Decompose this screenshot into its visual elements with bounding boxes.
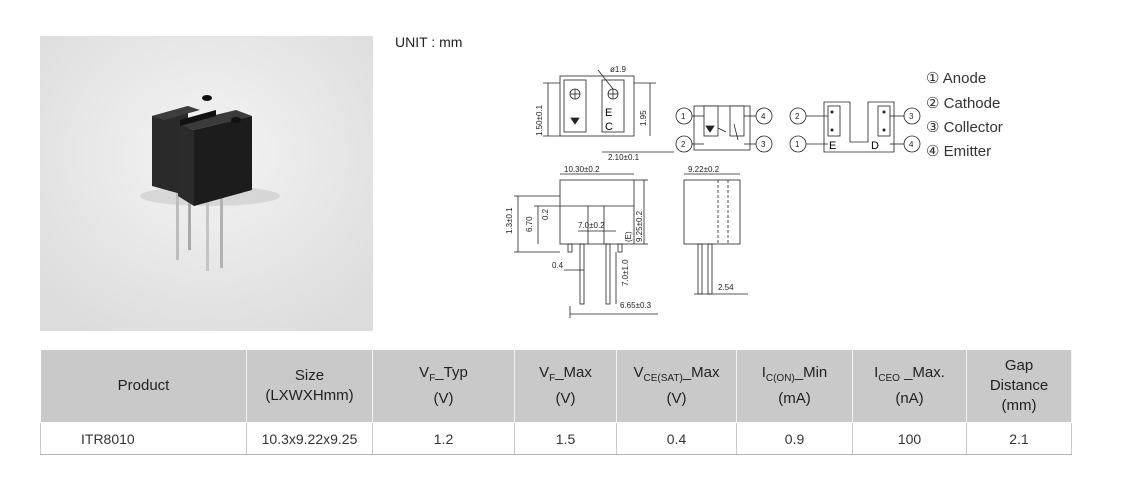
- header-vf-typ: VF_Typ(V): [372, 349, 515, 423]
- legend-cathode: ② Cathode: [926, 95, 1000, 112]
- cell-vce-sat-max: 0.4: [616, 422, 737, 455]
- legend-emitter: ④ Emitter: [926, 143, 991, 160]
- mark-side-e: (E): [624, 231, 633, 242]
- fp-pin-1: 1: [795, 140, 800, 149]
- photo-sensor-image: [40, 36, 373, 331]
- header-iceo-max: ICEO _Max.(nA): [852, 349, 967, 423]
- dim-04: 0.4: [552, 261, 564, 270]
- unit-label: UNIT : mm: [395, 34, 463, 50]
- dim-13: 1.3±0.1: [505, 207, 514, 234]
- table-header-row: Product Size(LXWXHmm) VF_Typ(V) VF_Max(V…: [40, 349, 1072, 423]
- mark-c-top: C: [605, 121, 613, 133]
- header-product: Product: [40, 349, 247, 423]
- dim-195: 1.95: [639, 110, 648, 126]
- dim-922: 9.22±0.2: [688, 165, 720, 174]
- cell-vf-max: 1.5: [514, 422, 617, 455]
- dim-150: 1.50±0.1: [535, 104, 544, 136]
- header-vce-sat-max: VCE(SAT)_Max(V): [616, 349, 737, 423]
- sym-pin-1: 1: [681, 112, 686, 121]
- fp-pin-4: 4: [909, 140, 914, 149]
- sym-pin-3: 3: [761, 140, 766, 149]
- fp-mark-d: D: [871, 140, 879, 152]
- fp-pin-3: 3: [909, 112, 914, 121]
- dim-70a: 7.0±0.2: [578, 221, 605, 230]
- legend-collector: ③ Collector: [926, 119, 1003, 136]
- dim-254: 2.54: [718, 283, 734, 292]
- dim-02: 0.2: [541, 208, 550, 220]
- header-vf-max: VF_Max(V): [514, 349, 617, 423]
- dimension-drawing: ø1.9 1.50±0.1 1.95 2.10±0.1 E C 10.30±0.…: [505, 65, 1003, 318]
- fp-mark-e: E: [829, 140, 836, 152]
- fp-pin-2: 2: [795, 112, 800, 121]
- cell-product: ITR8010: [40, 422, 247, 455]
- mark-e-top: E: [605, 107, 612, 119]
- cell-ic-on-min: 0.9: [736, 422, 853, 455]
- dim-670: 6.70: [525, 216, 534, 232]
- cell-iceo-max: 100: [852, 422, 967, 455]
- dim-1030: 10.30±0.2: [564, 165, 600, 174]
- sym-pin-2: 2: [681, 140, 686, 149]
- product-photo: [40, 36, 373, 331]
- dim-hole: ø1.9: [610, 65, 627, 74]
- header-ic-on-min: IC(ON)_Min(mA): [736, 349, 853, 423]
- sym-pin-4: 4: [761, 112, 766, 121]
- cell-gap-distance: 2.1: [966, 422, 1072, 455]
- cell-vf-typ: 1.2: [372, 422, 515, 455]
- dim-210: 2.10±0.1: [608, 153, 640, 162]
- dim-665: 6.65±0.3: [620, 301, 652, 310]
- dim-70b: 7.0±1.0: [621, 259, 630, 286]
- spec-table: Product Size(LXWXHmm) VF_Typ(V) VF_Max(V…: [40, 349, 1072, 455]
- header-size: Size(LXWXHmm): [246, 349, 373, 423]
- table-row: ITR8010 10.3x9.22x9.25 1.2 1.5 0.4 0.9 1…: [40, 422, 1072, 455]
- cell-size: 10.3x9.22x9.25: [246, 422, 373, 455]
- legend-anode: ① Anode: [926, 70, 986, 87]
- dim-925: 9.25±0.2: [635, 210, 644, 242]
